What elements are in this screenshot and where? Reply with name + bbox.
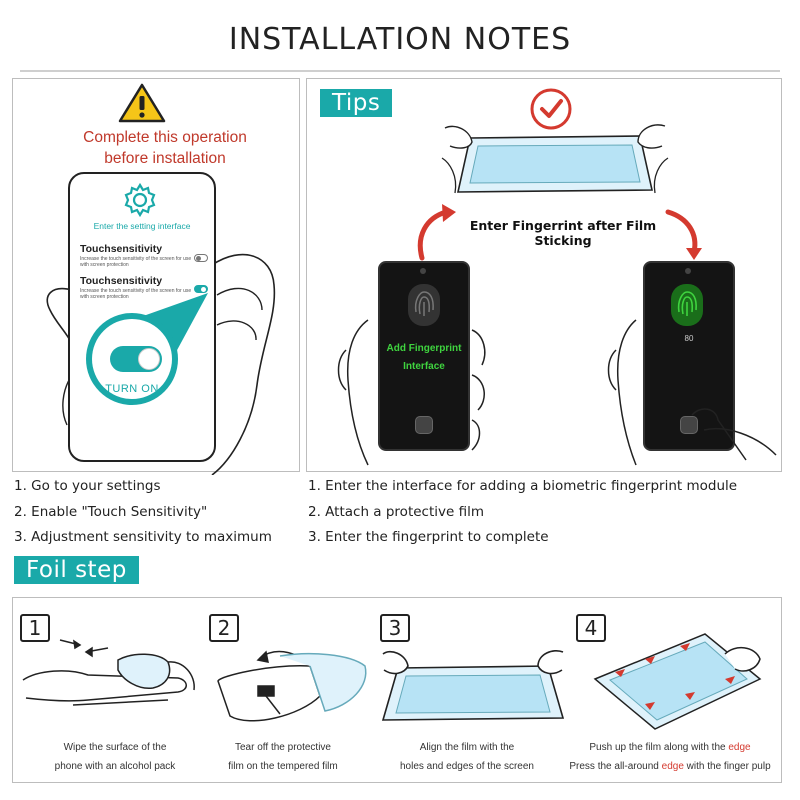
wipe-screen-illustration — [22, 639, 195, 706]
hands-phones-illustration — [337, 319, 777, 466]
tips-step-1: 1. Enter the interface for adding a biom… — [308, 478, 738, 494]
warning-line-1: Complete this operation — [83, 129, 247, 146]
step-caption-2-line-1: Tear off the protective — [235, 742, 331, 753]
fingerprint-icon — [408, 284, 440, 326]
step-caption-4: Push up the film along with the edge Pre… — [560, 738, 780, 776]
step-caption-3: Align the film with the holes and edges … — [372, 738, 562, 776]
settings-step-2: 2. Enable "Touch Sensitivity" — [14, 503, 208, 520]
setting-interface-label: Enter the setting interface — [93, 221, 191, 231]
toggle-switch-2[interactable] — [194, 285, 208, 293]
step-number-4: 4 — [576, 614, 606, 642]
turn-on-toggle[interactable] — [110, 346, 162, 372]
page-title: INSTALLATION NOTES — [228, 22, 572, 57]
step-caption-3-line-2: holes and edges of the screen — [400, 761, 534, 772]
peel-film-illustration — [217, 650, 367, 722]
glass-film-illustration — [441, 124, 669, 194]
touchsensitivity-title-1: Touchsensitivity — [80, 243, 163, 255]
tips-step-3: 3. Enter the fingerprint to complete — [308, 529, 549, 545]
settings-step-3: 3. Adjustment sensitivity to maximum — [14, 529, 272, 545]
step-caption-3-line-1: Align the film with the — [419, 742, 515, 753]
tips-tag: Tips — [320, 89, 393, 117]
step-caption-4-line-2: Press the all-around edge with the finge… — [560, 757, 780, 776]
step-caption-1: Wipe the surface of the phone with an al… — [20, 738, 210, 776]
step-caption-2-line-2: film on the tempered film — [228, 761, 338, 772]
step-caption-4-line-1: Push up the film along with the edge — [560, 738, 780, 757]
gear-icon — [124, 182, 156, 218]
step-caption-1-line-2: phone with an alcohol pack — [54, 761, 176, 772]
add-fingerprint-line-1: Add Fingerprint — [386, 343, 462, 354]
tips-steps: 1. Enter the interface for adding a biom… — [308, 474, 786, 551]
step-caption-4-line-1a: Push up the film along with the — [589, 742, 729, 753]
progress-value: 80 — [684, 334, 694, 343]
press-edges-illustration — [593, 633, 762, 730]
toggle-switch-1[interactable] — [194, 254, 208, 262]
title-divider — [20, 70, 780, 72]
turn-on-label: TURN ON — [105, 383, 159, 395]
warning-icon — [118, 83, 166, 123]
step-number-2: 2 — [209, 614, 239, 642]
settings-steps: 1. Go to your settings 2. Enable "Touch … — [14, 474, 304, 551]
settings-step-1: 1. Go to your settings — [14, 478, 161, 494]
step-caption-2: Tear off the protective film on the temp… — [188, 738, 378, 776]
fingerprint-green-icon — [671, 284, 703, 326]
add-fingerprint-line-2: Interface — [403, 361, 445, 372]
touchsensitivity-desc-2: Increase the touch sensitivity of the sc… — [80, 288, 192, 300]
align-film-illustration — [381, 650, 565, 721]
add-fingerprint-label: Add Fingerprint Interface — [378, 340, 470, 376]
arrow-right-icon — [665, 209, 702, 260]
warning-message: Complete this operation before installat… — [40, 127, 290, 169]
fingerprint-after-film-label: Enter Fingerrint after Film Sticking — [469, 218, 657, 248]
step-caption-4-edge-1: edge — [728, 742, 751, 753]
arrow-left-icon — [417, 204, 456, 261]
touchsensitivity-title-2: Touchsensitivity — [80, 275, 163, 287]
touchsensitivity-desc-1: Increase the touch sensitivity of the sc… — [80, 256, 192, 268]
tips-step-2: 2. Attach a protective film — [308, 503, 485, 520]
step-caption-4-edge-2: edge — [661, 761, 684, 772]
sensor-button-left[interactable] — [415, 416, 433, 434]
step-caption-1-line-1: Wipe the surface of the — [63, 742, 167, 753]
step-number-1: 1 — [20, 614, 50, 642]
step-number-3: 3 — [380, 614, 410, 642]
checkmark-icon — [530, 88, 572, 130]
step-caption-4-line-2a: Press the all-around — [569, 761, 662, 772]
foil-step-tag: Foil step — [14, 556, 139, 584]
sensor-button-right[interactable] — [680, 416, 698, 434]
step-caption-4-line-2c: with the finger pulp — [683, 761, 771, 772]
warning-line-2: before installation — [104, 150, 226, 167]
